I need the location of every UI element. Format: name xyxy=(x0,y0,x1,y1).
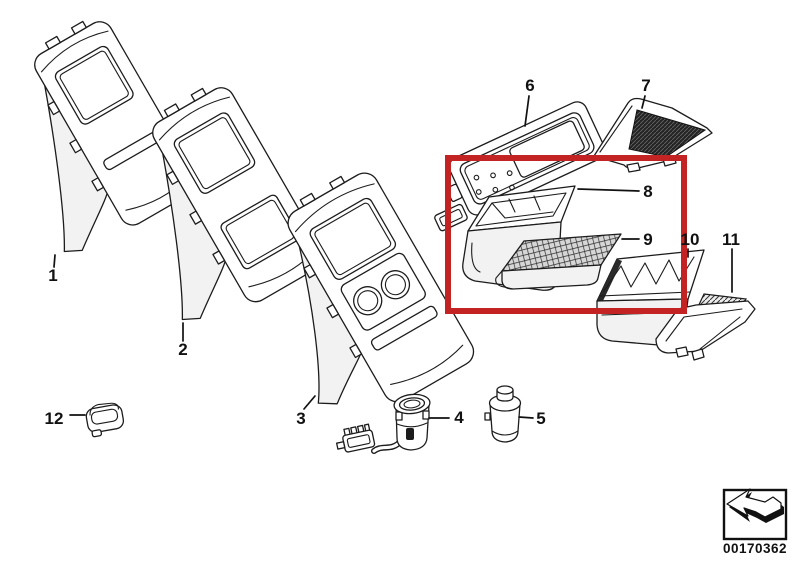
part-12-drawing xyxy=(85,402,125,438)
callout-10[interactable]: 10 xyxy=(681,230,700,258)
callout-7-label[interactable]: 7 xyxy=(641,76,650,95)
callout-3[interactable]: 3 xyxy=(296,395,316,428)
callout-1-leader xyxy=(53,254,56,268)
part-9-drawing xyxy=(495,233,622,290)
callout-6-label[interactable]: 6 xyxy=(525,76,534,95)
callout-11-label[interactable]: 11 xyxy=(722,230,740,249)
part-3-drawing xyxy=(287,172,475,405)
callout-6-leader xyxy=(524,95,530,127)
callout-1[interactable]: 1 xyxy=(48,254,58,285)
callout-3-label[interactable]: 3 xyxy=(296,409,305,428)
diagram-stamp: 00170362 xyxy=(722,488,788,556)
callout-8-label[interactable]: 8 xyxy=(643,182,652,201)
callout-2-label[interactable]: 2 xyxy=(178,340,187,359)
callout-4[interactable]: 4 xyxy=(428,408,464,427)
callout-7[interactable]: 7 xyxy=(641,76,651,109)
callout-7-leader xyxy=(641,95,646,109)
callout-5-label[interactable]: 5 xyxy=(536,409,545,428)
callout-5-leader xyxy=(518,416,534,419)
callout-12-label[interactable]: 12 xyxy=(45,409,64,428)
callout-12[interactable]: 12 xyxy=(45,409,86,428)
direction-arrow-icon xyxy=(726,488,784,523)
part-2-drawing xyxy=(152,87,325,321)
callout-2[interactable]: 2 xyxy=(178,322,188,359)
callout-8[interactable]: 8 xyxy=(577,182,653,201)
part-4-drawing xyxy=(335,393,431,454)
callout-5[interactable]: 5 xyxy=(518,409,546,428)
stamp-part-number: 00170362 xyxy=(723,541,787,556)
highlight-box xyxy=(445,155,687,314)
part-5-drawing xyxy=(484,385,522,443)
callout-3-leader xyxy=(303,395,316,410)
callout-10-label[interactable]: 10 xyxy=(681,230,700,249)
callout-1-label[interactable]: 1 xyxy=(48,266,57,285)
callout-9[interactable]: 9 xyxy=(621,230,653,249)
callout-8-leader xyxy=(577,188,640,192)
callout-6[interactable]: 6 xyxy=(524,76,535,127)
callout-11[interactable]: 11 xyxy=(722,230,740,293)
callout-9-label[interactable]: 9 xyxy=(643,230,652,249)
callout-4-label[interactable]: 4 xyxy=(454,408,464,427)
